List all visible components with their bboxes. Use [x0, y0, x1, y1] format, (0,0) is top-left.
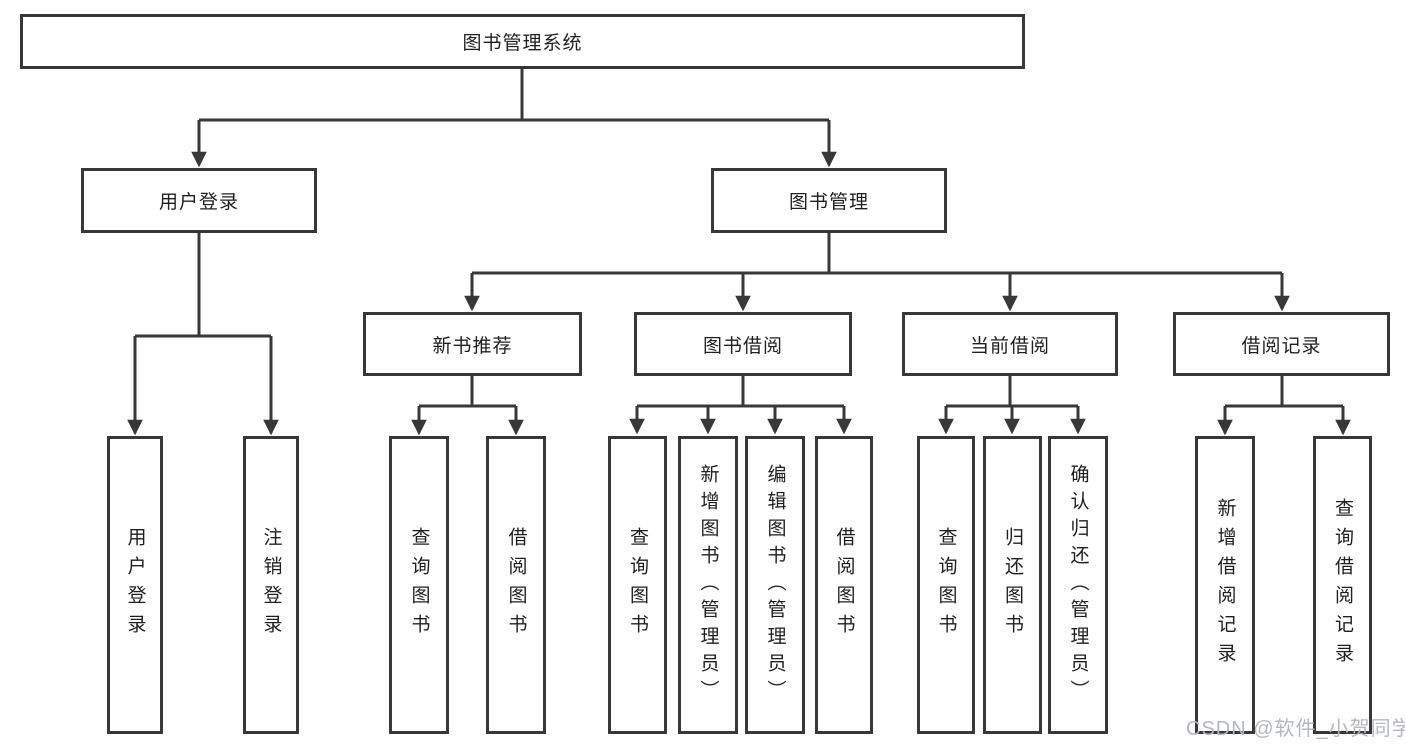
- leaf-borrow-edit-book-admin-label: 编辑图书（管理员）: [764, 463, 786, 707]
- node-user-login: 用户登录: [81, 168, 317, 233]
- leaf-records-query-record-label: 查询借阅记录: [1332, 498, 1353, 672]
- node-book-borrowing: 图书借阅: [634, 312, 852, 376]
- leaf-logout-label: 注销登录: [260, 527, 282, 643]
- leaf-borrow-add-book-admin-label: 新增图书（管理员）: [697, 463, 719, 707]
- leaf-records-add-record: 新增借阅记录: [1195, 436, 1255, 734]
- node-root: 图书管理系统: [20, 14, 1025, 69]
- node-book-borrowing-label: 图书借阅: [702, 335, 783, 357]
- leaf-user-login: 用户登录: [107, 436, 163, 734]
- leaf-current-confirm-return-admin: 确认归还（管理员）: [1048, 436, 1108, 734]
- node-borrowing-records-label: 借阅记录: [1241, 335, 1322, 357]
- node-new-book-recommendation-label: 新书推荐: [432, 335, 513, 357]
- leaf-borrow-borrow-book: 借阅图书: [815, 436, 873, 734]
- leaf-current-query-book: 查询图书: [917, 436, 975, 734]
- node-root-label: 图书管理系统: [462, 33, 583, 54]
- leaf-records-add-record-label: 新增借阅记录: [1214, 498, 1236, 672]
- leaf-current-return-book: 归还图书: [983, 436, 1042, 734]
- leaf-rec-query-book: 查询图书: [389, 436, 449, 734]
- node-borrowing-records: 借阅记录: [1173, 312, 1390, 376]
- node-current-borrowing-label: 当前借阅: [969, 335, 1050, 357]
- leaf-rec-borrow-book-label: 借阅图书: [505, 527, 527, 643]
- node-book-management-label: 图书管理: [788, 192, 869, 213]
- csdn-watermark: CSDN @软件_小贺同学: [1186, 718, 1405, 740]
- leaf-current-query-book-label: 查询图书: [935, 527, 957, 643]
- leaf-rec-borrow-book: 借阅图书: [486, 436, 546, 734]
- node-book-management: 图书管理: [711, 168, 947, 233]
- node-user-login-label: 用户登录: [158, 192, 239, 213]
- leaf-borrow-add-book-admin: 新增图书（管理员）: [678, 436, 738, 734]
- leaf-current-return-book-label: 归还图书: [1002, 527, 1023, 643]
- leaf-logout: 注销登录: [243, 436, 299, 734]
- node-new-book-recommendation: 新书推荐: [363, 312, 582, 376]
- leaf-rec-query-book-label: 查询图书: [408, 527, 430, 643]
- leaf-borrow-query-book: 查询图书: [608, 436, 667, 734]
- leaf-user-login-label: 用户登录: [124, 527, 146, 643]
- node-current-borrowing: 当前借阅: [902, 312, 1118, 376]
- leaf-records-query-record: 查询借阅记录: [1313, 436, 1372, 734]
- leaf-borrow-query-book-label: 查询图书: [627, 527, 648, 643]
- leaf-current-confirm-return-admin-label: 确认归还（管理员）: [1067, 463, 1089, 707]
- leaf-borrow-borrow-book-label: 借阅图书: [833, 527, 855, 643]
- leaf-borrow-edit-book-admin: 编辑图书（管理员）: [745, 436, 805, 734]
